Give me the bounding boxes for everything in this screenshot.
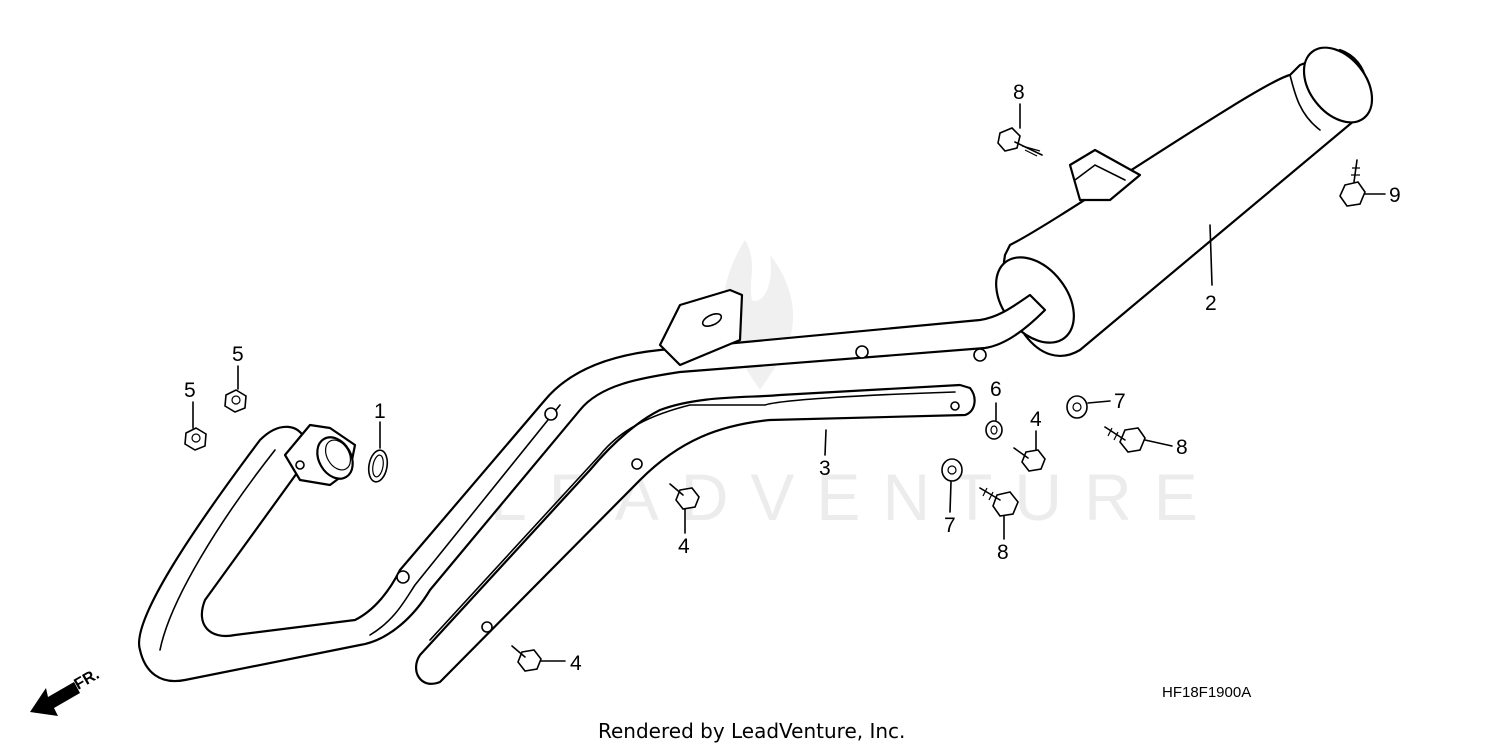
- callout-6: 6: [990, 378, 1002, 401]
- callout-5-upper: 5: [232, 343, 244, 366]
- bolt-4-bottom[interactable]: [511, 645, 542, 672]
- nut-upper[interactable]: [224, 389, 247, 413]
- washer-7-upper[interactable]: [1066, 395, 1088, 419]
- bolt-9[interactable]: [1339, 159, 1366, 207]
- bolt-4-middle[interactable]: [669, 483, 700, 510]
- credit-text: Rendered by LeadVenture, Inc.: [598, 719, 905, 743]
- nut-lower[interactable]: [184, 427, 207, 451]
- callout-4-bottom: 4: [570, 652, 582, 675]
- arrow-left-icon: [30, 682, 80, 716]
- exhaust-pipe[interactable]: [137, 288, 1047, 683]
- bolt-8-lower[interactable]: [979, 487, 1019, 517]
- front-direction-marker: FR.: [30, 666, 102, 716]
- callout-8-lower: 8: [997, 541, 1009, 564]
- callout-7-lower: 7: [944, 514, 956, 537]
- callout-4-right: 4: [1030, 408, 1042, 431]
- callout-8-top: 8: [1013, 81, 1025, 104]
- callout-1: 1: [374, 400, 386, 423]
- callout-4-middle: 4: [678, 535, 690, 558]
- washer-7-lower[interactable]: [941, 458, 963, 482]
- diagram-code: HF18F1900A: [1162, 684, 1251, 701]
- washer-6[interactable]: [985, 420, 1003, 440]
- gasket[interactable]: [366, 449, 389, 484]
- callouts: 1 2 3 4 4 4 5 5 6 7 7 8 8 8 9: [184, 81, 1401, 675]
- heat-shield[interactable]: [414, 383, 976, 685]
- callout-2: 2: [1205, 292, 1217, 315]
- bolt-4-right[interactable]: [1013, 447, 1046, 472]
- callout-5-lower: 5: [184, 379, 196, 402]
- leader-lines: [192, 103, 1386, 662]
- callout-7-upper: 7: [1114, 390, 1126, 413]
- bolt-8-right[interactable]: [1104, 426, 1146, 453]
- callout-8-right: 8: [1176, 436, 1188, 459]
- callout-3: 3: [819, 457, 831, 480]
- callout-9: 9: [1389, 184, 1401, 207]
- bolt-8-top[interactable]: [997, 127, 1043, 157]
